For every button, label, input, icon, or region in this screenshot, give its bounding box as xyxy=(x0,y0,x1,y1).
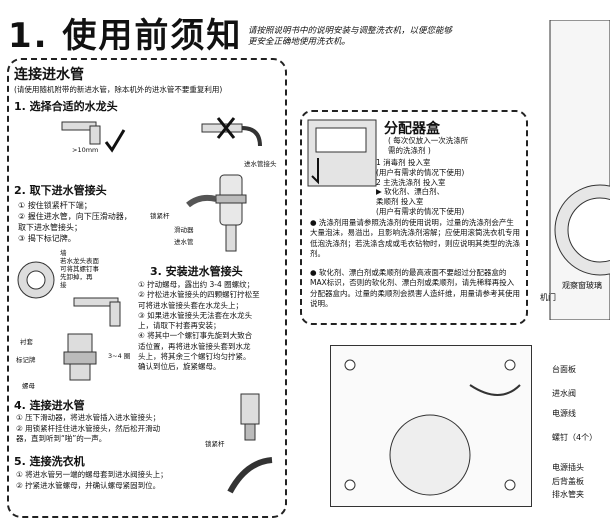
step3-title: 3. 安装进水管接头 xyxy=(150,265,243,278)
faucet-figure xyxy=(73,297,121,327)
machine-back-detail xyxy=(344,359,521,496)
washer-door-figure xyxy=(549,20,610,320)
step5-line: ① 将进水管另一端的螺母套到进水阀接头上； xyxy=(16,470,168,479)
faucet-bad-figure xyxy=(201,117,262,147)
connect-section-title: 连接进水管 xyxy=(14,67,84,83)
dispenser-bullet-2: ● 软化剂、漂白剂或柔顺剂的最高液面不要超过分配器盒的MAX标识，否则的软化剂、… xyxy=(310,268,520,308)
dispenser-title: 分配器盒 xyxy=(384,121,440,137)
machine-label-power-cord: 电源线 xyxy=(552,409,576,418)
faucet-dimension: >10mm xyxy=(72,146,99,154)
inlet-hose-label: 进水管 xyxy=(174,238,194,246)
wall-note: 墙 若水龙头表面 可将其螺钉事 先卸掉，再 接 xyxy=(60,249,99,289)
door-label: 机门 xyxy=(540,293,556,302)
step5-figure xyxy=(227,457,273,494)
dispenser-item: ▶ 软化剂、漂白剂、 xyxy=(376,187,445,197)
step5-title: 5. 连接洗衣机 xyxy=(14,455,85,468)
step4-figure xyxy=(240,393,260,441)
dispenser-figure xyxy=(307,119,377,187)
step2-title: 2. 取下进水管接头 xyxy=(14,184,107,197)
wall-note-line: 可将其螺钉事 xyxy=(60,265,99,273)
machine-label-plug: 电源插头 xyxy=(552,463,584,472)
step4-lock-label: 锁紧杆 xyxy=(205,440,225,448)
dispenser-item: 柔顺剂 投入室 xyxy=(376,197,424,207)
page-title: 1. 使用前须知 xyxy=(8,16,243,56)
connector-top-figure xyxy=(17,261,55,299)
step2-line: ① 按住锁紧杆下端； xyxy=(18,201,92,210)
hose-connector-figure xyxy=(186,174,247,252)
dispenser-items: 1 消毒剂 投入室 (用户有需求的情况下使用) 2 主洗洗涤剂 投入室 ▶ 软化… xyxy=(376,158,464,217)
machine-label-top-panel: 台面板 xyxy=(552,365,576,374)
turns-label: 3~4 圈 xyxy=(108,352,131,360)
step3-line: 确认到位后，旋紧螺母。 xyxy=(138,362,221,372)
dispenser-subtitle-line: 需的洗涤剂 ) xyxy=(388,146,431,155)
dispenser-item: (用户有需求的情况下使用) xyxy=(376,167,465,177)
dispenser-frame xyxy=(300,110,528,325)
intro-line: 请按照说明书中的说明安装与调整洗衣机，以便您能够 xyxy=(248,26,453,36)
wall-note-line: 先卸掉，再 xyxy=(60,273,93,281)
step1-title: 1. 选择合适的水龙头 xyxy=(14,100,118,113)
step3-line: 可将进水管接头套在水龙头上； xyxy=(138,300,243,310)
step5-text: ① 将进水管另一端的螺母套到进水阀接头上； ② 拧紧进水管螺母，并确认螺母紧固到… xyxy=(16,469,168,491)
step4-title: 4. 连接进水管 xyxy=(14,399,85,412)
dispenser-bullet-1: ● 洗涤剂用量请参照洗涤剂的使用说明，过量的洗涤剂会产生大量泡沫，易溢出，且影响… xyxy=(310,218,520,258)
connect-note: (请使用随机附带的新进水管，除本机外的进水管不要重复利用) xyxy=(14,85,223,94)
step3-line: ① 拧动螺母，露出约 3-4 圈螺纹； xyxy=(138,280,255,289)
hose-connector-label: 进水管接头 xyxy=(244,160,277,168)
step3-line: ② 拧松进水管接头的四颗螺钉拧松至 xyxy=(138,290,260,300)
step3-line: 头上，将其余三个螺钉均匀拧紧。 xyxy=(138,352,251,362)
dispenser-subtitle: ( 每次仅放入一次洗涤所 需的洗涤剂 ) xyxy=(388,136,468,156)
step4-line: ① 压下滑动器，将进水管插入进水管接头； xyxy=(16,413,161,422)
intro-text: 请按照说明书中的说明安装与调整洗衣机，以便您能够 更安全正确地使用洗衣机。 xyxy=(248,26,488,48)
tag-label: 标记牌 xyxy=(16,356,36,364)
dispenser-item: (用户有需求的情况下使用) xyxy=(376,206,465,216)
lock-lever-label: 锁紧杆 xyxy=(150,212,170,220)
wall-note-line: 接 xyxy=(60,281,67,289)
step2-line: ② 握住进水管，向下压滑动器， xyxy=(18,212,132,221)
machine-label-back-cover: 后背盖板 xyxy=(552,477,584,486)
nut-label: 螺母 xyxy=(22,382,35,390)
step3-text: ① 拧动螺母，露出约 3-4 圈螺纹； ② 拧松进水管接头的四颗螺钉拧松至 可将… xyxy=(138,280,260,373)
dispenser-item: 2 主洗洗涤剂 投入室 xyxy=(376,177,446,187)
step5-line: ② 拧紧进水管螺母，并确认螺母紧固到位。 xyxy=(16,481,161,490)
step3-line: ③ 如果进水管接头无法套在水龙头 xyxy=(138,310,253,320)
window-glass-label: 观察窗玻璃 xyxy=(562,281,602,290)
wall-note-line: 若水龙头表面 xyxy=(60,257,99,265)
dispenser-subtitle-line: ( 每次仅放入一次洗涤所 xyxy=(388,136,469,145)
step4-text: ① 压下滑动器，将进水管插入进水管接头； ② 用锁紧杆挂住进水管接头，然后松开滑… xyxy=(16,413,160,445)
machine-label-screws: 螺钉（4个） xyxy=(552,433,598,442)
faucet-ok-figure xyxy=(61,121,126,153)
step2-text: ① 按住锁紧杆下端； ② 握住进水管，向下压滑动器， 取下进水管接头； ③ 揭下… xyxy=(18,200,132,244)
step2-line: 取下进水管接头； xyxy=(18,223,82,232)
step3-line: 上，请取下衬套再安装； xyxy=(138,321,221,331)
intro-line: 更安全正确地使用洗衣机。 xyxy=(248,37,351,47)
step4-line: 器，直到听到“啪”的一声。 xyxy=(16,434,107,443)
machine-label-drain-clip: 排水管夹 xyxy=(552,490,584,499)
wall-note-line: 墙 xyxy=(60,249,67,257)
connector-parts-figure xyxy=(63,333,97,381)
step4-line: ② 用锁紧杆挂住进水管接头，然后松开滑动 xyxy=(16,423,161,433)
dispenser-item: 1 消毒剂 投入室 xyxy=(376,158,431,167)
machine-label-inlet-valve: 进水阀 xyxy=(552,389,576,398)
slider-label: 滑动器 xyxy=(174,226,194,234)
step3-line: ④ 将其中一个螺钉事先旋到大致合 xyxy=(138,331,253,341)
step3-line: 适位置，再将进水管接头套到水龙 xyxy=(138,341,251,351)
bushing-label: 衬套 xyxy=(20,338,33,346)
step2-line: ③ 揭下标记牌。 xyxy=(18,234,76,243)
